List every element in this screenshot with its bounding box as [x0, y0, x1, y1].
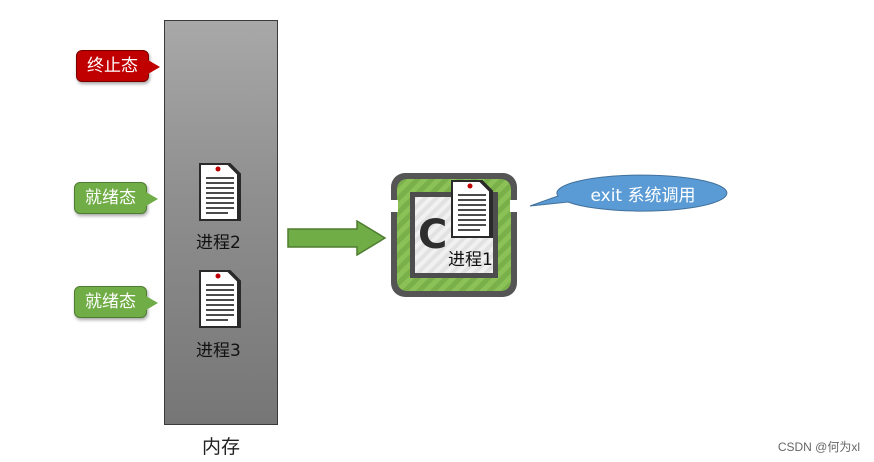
- terminated-state-tag: 终止态: [76, 50, 160, 82]
- process-1-label: 进程1: [448, 250, 493, 270]
- ready-state-tag-1: 就绪态: [74, 182, 158, 214]
- right-arrow-icon: [287, 220, 387, 256]
- exit-syscall-text: exit 系统调用: [590, 186, 696, 206]
- memory-label: 内存: [201, 436, 240, 458]
- speech-bubble-icon: [529, 174, 728, 212]
- watermark: CSDN @何为xl: [777, 440, 860, 454]
- process-2-label: 进程2: [196, 233, 241, 253]
- document-icon-process-1: [451, 180, 493, 238]
- ready-state-tag-2: 就绪态: [74, 286, 158, 318]
- memory-block: [164, 20, 278, 425]
- document-icon-process-2: [199, 163, 241, 221]
- process-3-label: 进程3: [196, 341, 241, 361]
- cpu-label: C: [418, 212, 448, 258]
- document-icon-process-3: [199, 270, 241, 328]
